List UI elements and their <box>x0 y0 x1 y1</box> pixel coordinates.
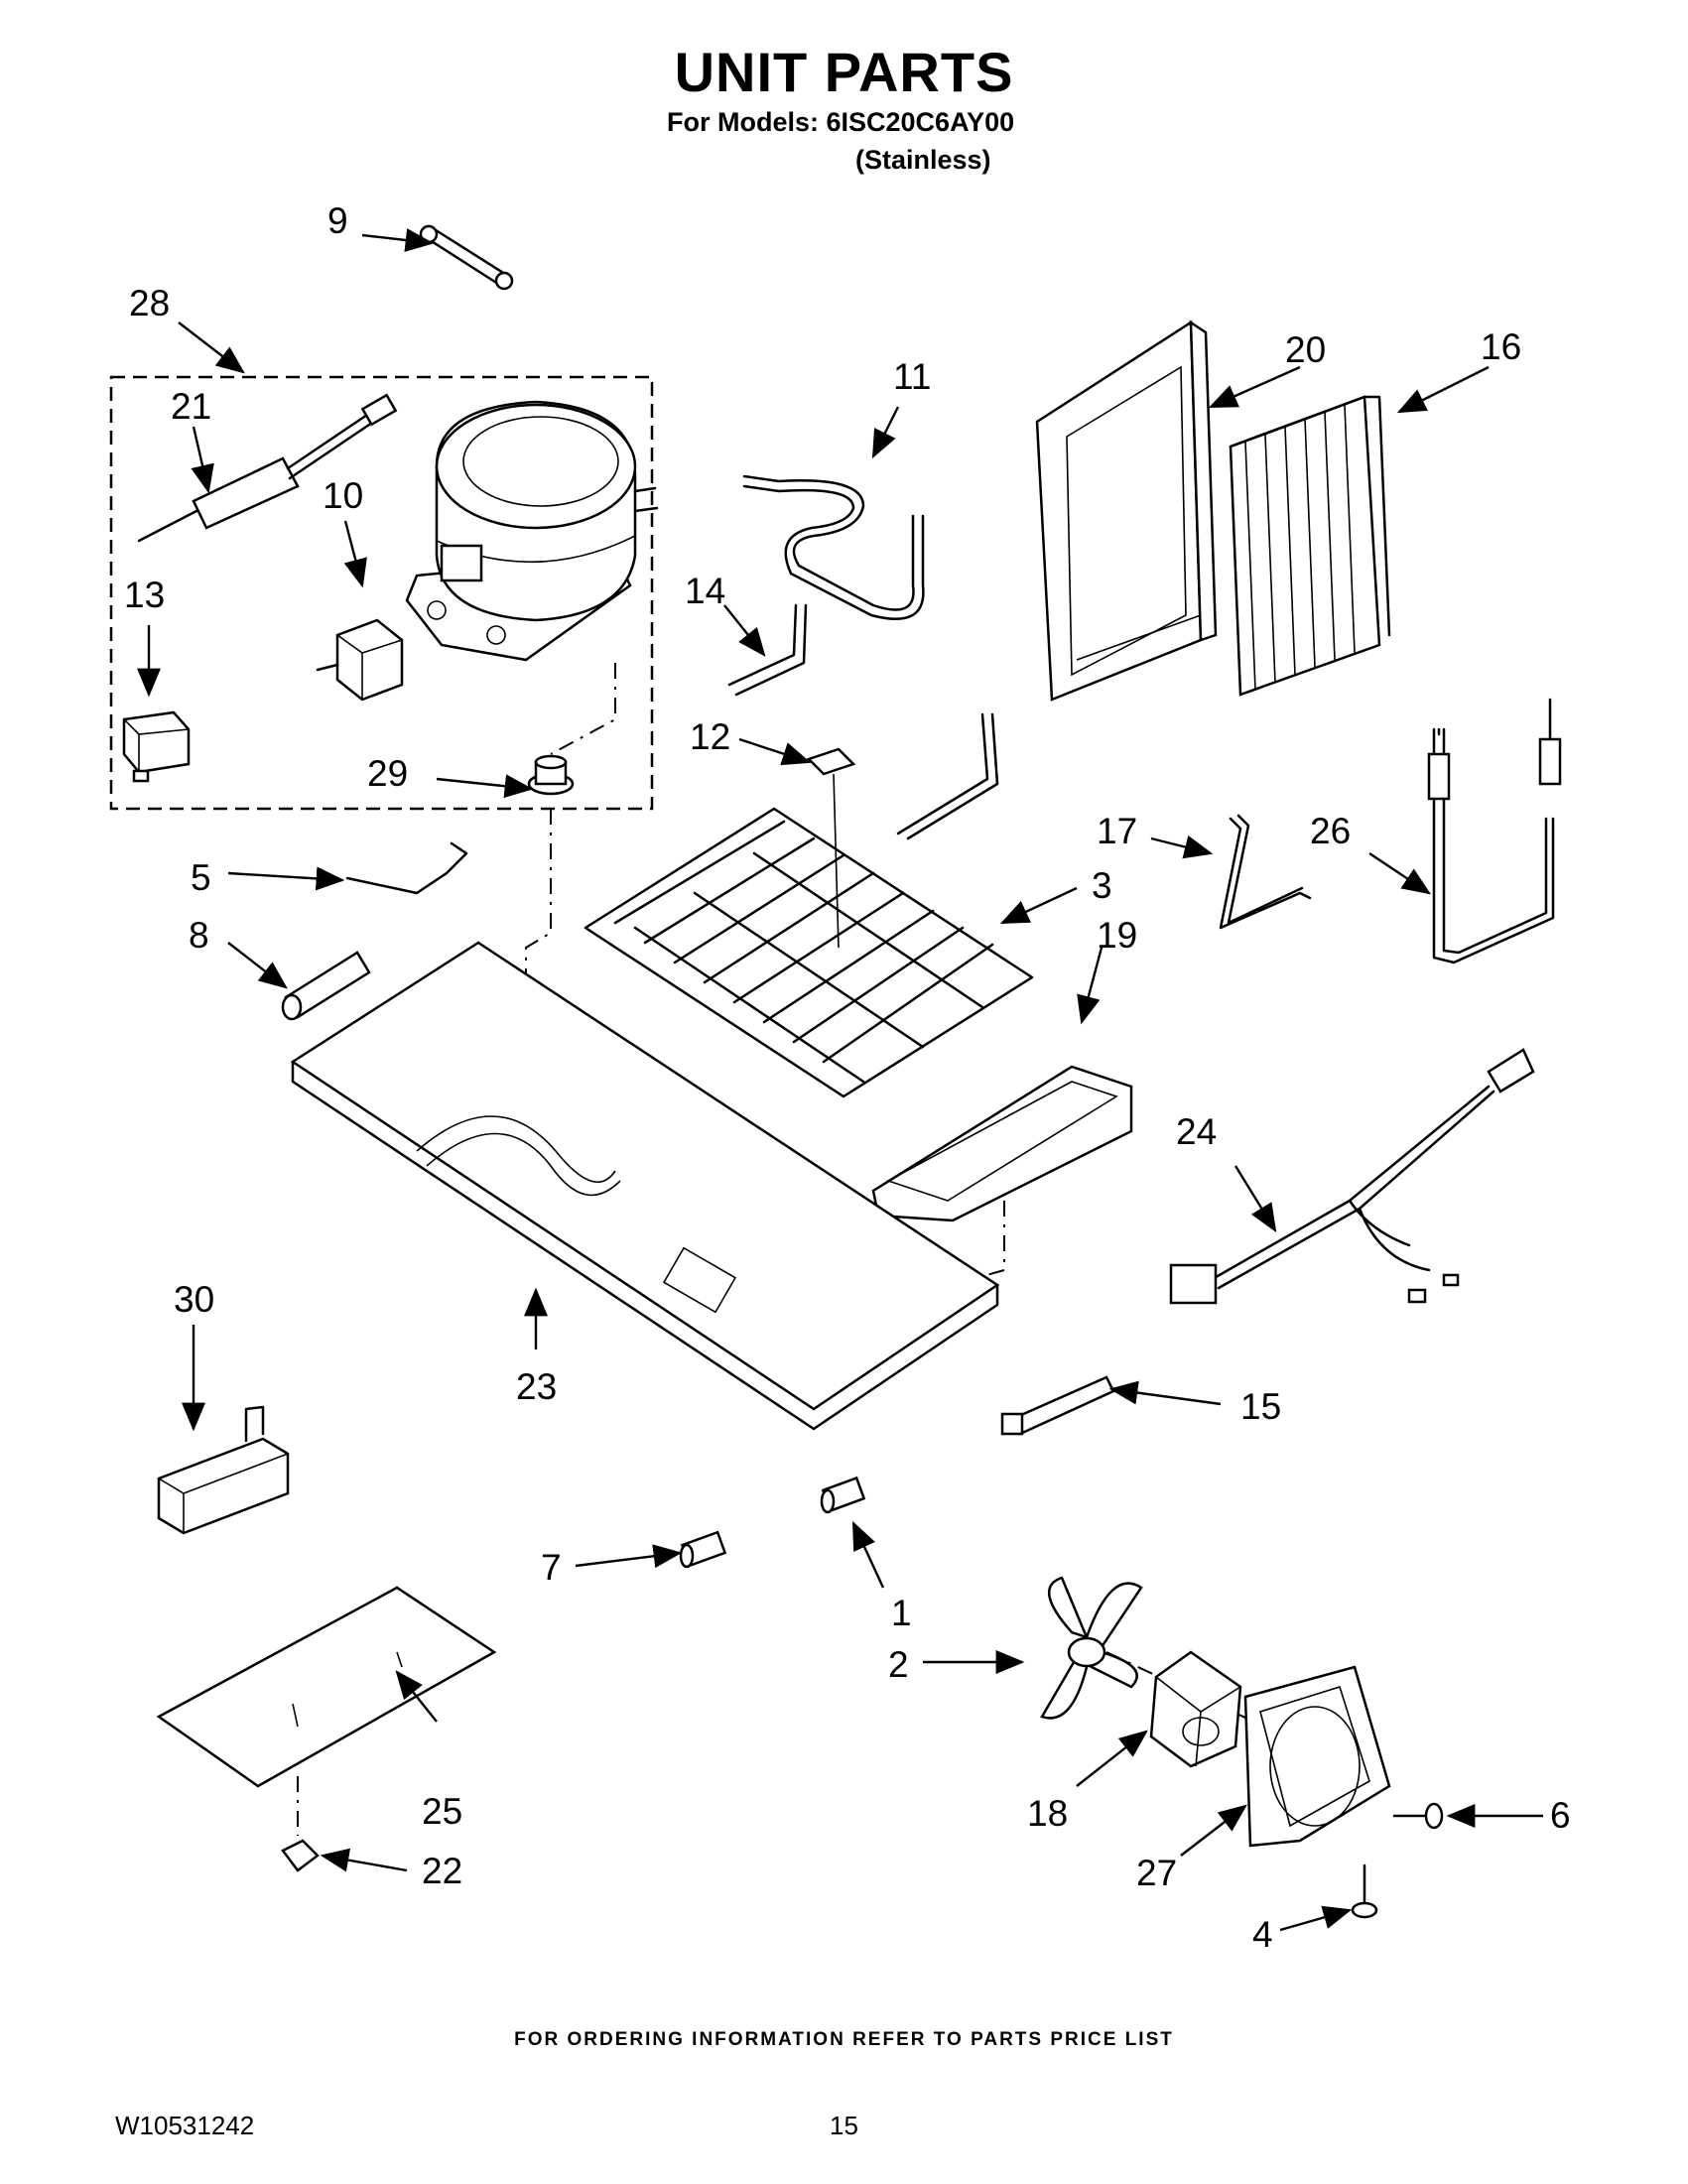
callout-9: 9 <box>327 200 348 241</box>
part-15-cable-tie <box>1000 1375 1115 1436</box>
part-23-base-plate <box>290 941 1000 1431</box>
page-title: UNIT PARTS <box>674 41 1014 103</box>
callout-29: 29 <box>367 753 408 794</box>
models-line: For Models: 6ISC20C6AY00 <box>667 107 1015 137</box>
callout-labels: 9 28 21 10 13 29 11 14 20 16 12 17 26 3 … <box>124 200 1571 1955</box>
part-21-drier <box>137 393 398 543</box>
callout-12: 12 <box>690 716 730 757</box>
callout-28: 28 <box>129 283 170 323</box>
page-number: 15 <box>830 2111 858 2140</box>
part-3-condenser-coil <box>584 712 1034 1098</box>
part-26-tube-assembly <box>1427 698 1562 964</box>
part-14-tube <box>727 603 808 697</box>
callout-14: 14 <box>685 571 725 611</box>
callout-18: 18 <box>1027 1793 1068 1834</box>
part-25-panel <box>156 1586 497 1788</box>
callout-7: 7 <box>541 1547 562 1588</box>
part-22-clip <box>281 1839 320 1872</box>
callout-11: 11 <box>893 356 931 397</box>
callout-17: 17 <box>1097 811 1137 851</box>
callout-23: 23 <box>516 1366 557 1407</box>
part-12-clip <box>806 747 856 949</box>
ordering-note: FOR ORDERING INFORMATION REFER TO PARTS … <box>514 2029 1174 2050</box>
part-16-evaporator <box>1229 395 1391 697</box>
part-5-tube <box>345 841 468 895</box>
part-11-tube <box>742 474 925 620</box>
callout-5: 5 <box>191 857 211 898</box>
callout-15: 15 <box>1240 1386 1281 1427</box>
callout-13: 13 <box>124 575 165 615</box>
callout-10: 10 <box>323 475 363 516</box>
part-6-screw <box>1392 1802 1444 1830</box>
callout-6: 6 <box>1550 1795 1571 1836</box>
callout-3: 3 <box>1092 865 1112 906</box>
callout-20: 20 <box>1285 329 1326 370</box>
dash-compressor-to-grommet <box>550 663 616 755</box>
part-30-capacitor <box>157 1405 290 1535</box>
part-compressor <box>405 400 659 662</box>
leader-lines <box>137 228 1543 1932</box>
part-24-wire-harness <box>1169 1048 1535 1305</box>
part-8-insulation <box>281 951 371 1021</box>
part-9-strap <box>419 224 514 291</box>
callout-24: 24 <box>1176 1111 1217 1152</box>
part-10-relay <box>316 618 404 702</box>
part-20-evaporator-cover <box>1035 320 1218 702</box>
part-18-fan-motor <box>1149 1650 1242 1768</box>
part-29-grommet <box>527 754 575 796</box>
part-13-overload <box>122 710 191 783</box>
part-17-bracket <box>1219 814 1312 930</box>
callout-27: 27 <box>1136 1853 1177 1893</box>
part-4-screw <box>1351 1863 1378 1919</box>
part-19-drain-pan <box>871 1065 1133 1222</box>
callout-1: 1 <box>891 1593 912 1633</box>
callout-16: 16 <box>1481 326 1521 367</box>
callout-19: 19 <box>1097 915 1137 956</box>
part-27-fan-shroud <box>1243 1665 1391 1848</box>
callout-2: 2 <box>888 1644 909 1685</box>
part-1-coupler <box>820 1476 866 1514</box>
variant-label: (Stainless) <box>855 145 991 175</box>
document-number: W10531242 <box>115 2111 255 2140</box>
callout-25: 25 <box>422 1791 462 1832</box>
compressor-kit-outline <box>109 375 654 811</box>
part-2-fan-blade <box>1040 1576 1143 1720</box>
callout-22: 22 <box>422 1851 462 1891</box>
callout-30: 30 <box>174 1279 214 1320</box>
callout-21: 21 <box>171 386 211 427</box>
part-7-coupler <box>679 1530 727 1569</box>
callout-4: 4 <box>1252 1914 1273 1955</box>
callout-8: 8 <box>189 915 209 956</box>
callout-26: 26 <box>1310 811 1351 851</box>
